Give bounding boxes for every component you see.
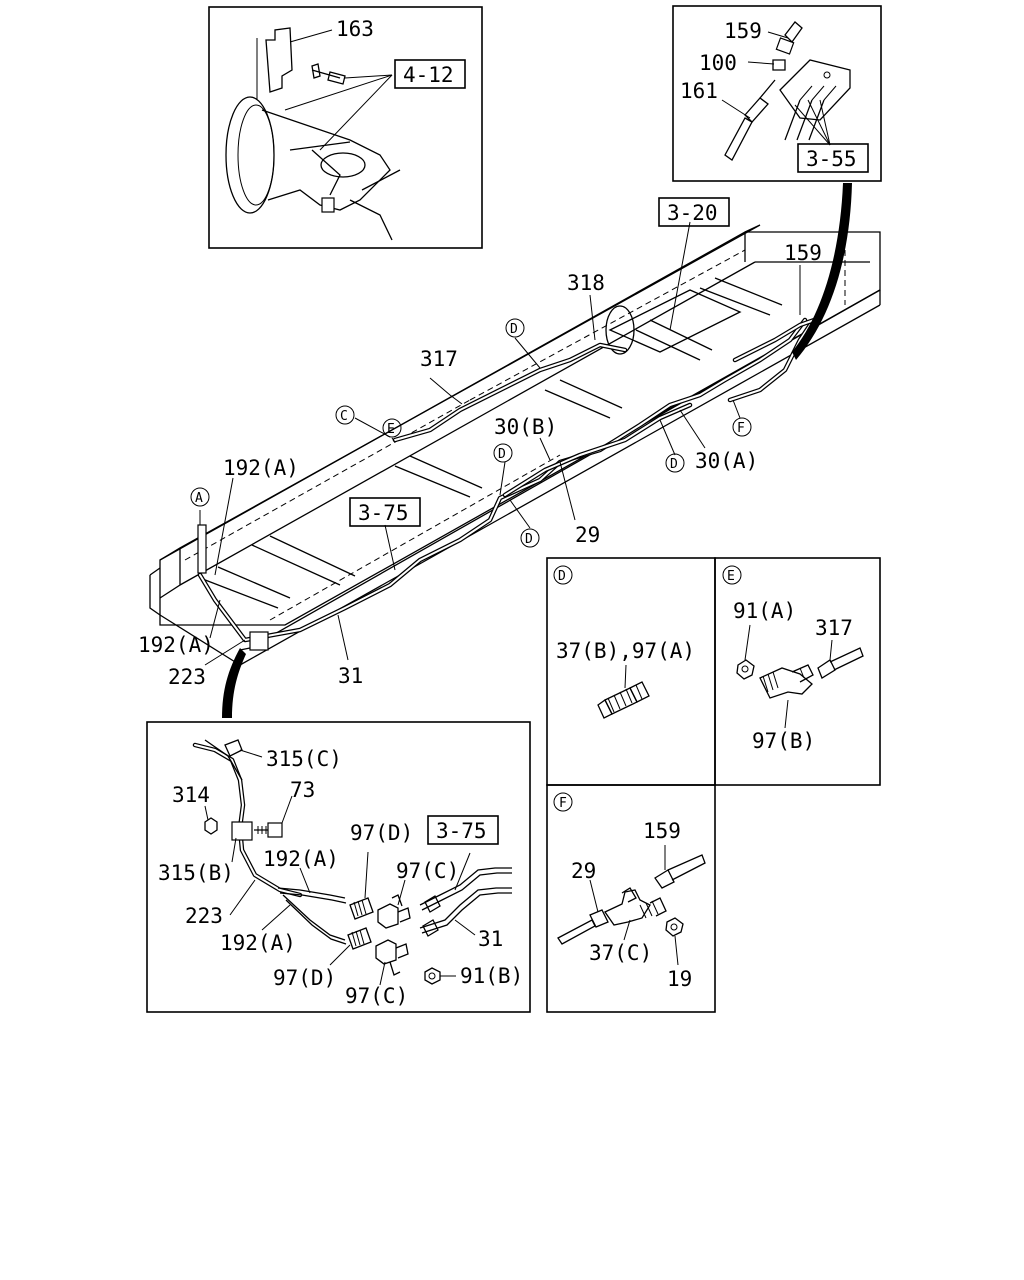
inset-d: D 37(B),97(A) [546, 557, 716, 786]
inset-d-mark: D [558, 569, 566, 584]
inset-bottom: 315(C) 314 73 315(B) 97(D) 192(A) 97(C) … [146, 721, 531, 1013]
inset-f: F 159 29 37(C) 19 [546, 784, 716, 1013]
ref-3-75-bottom: 3-75 [436, 819, 487, 843]
part-30a: 30(A) [695, 449, 758, 473]
marker-e: E [387, 422, 395, 437]
marker-circle-d1 [505, 318, 525, 338]
part-37b-97a: 37(B),97(A) [556, 639, 695, 663]
part-192a-bottom-lower: 192(A) [220, 931, 296, 955]
part-37c: 37(C) [589, 941, 652, 965]
inset-e-mark: E [727, 569, 735, 584]
part-29-f: 29 [571, 859, 596, 883]
inset-f-mark: F [559, 796, 567, 811]
part-31-main: 31 [338, 664, 363, 688]
part-31-bottom: 31 [478, 927, 503, 951]
part-314: 314 [172, 783, 210, 807]
part-91b: 91(B) [460, 964, 523, 988]
arrow-to-bottom-inset [222, 648, 246, 718]
part-192a-main-top: 192(A) [223, 456, 299, 480]
part-159-f: 159 [643, 819, 681, 843]
main-labels: 3-20 3-75 A C E D D D D F 318 159 317 30… [138, 197, 822, 689]
marker-d1: D [510, 322, 518, 337]
part-159-main: 159 [784, 241, 822, 265]
part-192a-bottom-top: 192(A) [263, 847, 339, 871]
marker-circle-d3 [665, 453, 685, 473]
part-223-bottom: 223 [185, 904, 223, 928]
part-159-top: 159 [724, 19, 762, 43]
marker-circle-c [335, 405, 355, 425]
part-73: 73 [290, 778, 315, 802]
marker-d3: D [670, 457, 678, 472]
marker-circle-f [732, 417, 752, 437]
part-29-main: 29 [575, 523, 600, 547]
fuel-lines-main [197, 315, 823, 651]
marker-circle-a [190, 487, 210, 507]
part-19: 19 [667, 967, 692, 991]
part-317-main: 317 [420, 347, 458, 371]
part-192a-main-bottom: 192(A) [138, 633, 214, 657]
part-161: 161 [680, 79, 718, 103]
main-leader-lines [199, 221, 801, 666]
inset-top-right: 159 100 161 3-55 [672, 5, 882, 182]
arrow-to-top-right-inset [792, 183, 852, 360]
part-30b: 30(B) [494, 415, 557, 439]
marker-d4: D [525, 532, 533, 547]
inset-top-left: 163 4-12 [208, 6, 483, 249]
part-97c-lower: 97(C) [345, 984, 408, 1008]
inset-e: E 91(A) 317 97(B) [714, 557, 881, 786]
ref-3-20: 3-20 [667, 201, 718, 225]
part-315b: 315(B) [158, 861, 234, 885]
marker-a: A [195, 491, 203, 506]
marker-d2: D [498, 447, 506, 462]
marker-circle-d4 [520, 528, 540, 548]
ref-3-75-main: 3-75 [358, 501, 409, 525]
part-97d-top: 97(D) [350, 821, 413, 845]
part-223-main: 223 [168, 665, 206, 689]
marker-c: C [340, 409, 348, 424]
part-318: 318 [567, 271, 605, 295]
part-97b: 97(B) [752, 729, 815, 753]
part-163: 163 [336, 17, 374, 41]
part-317-e: 317 [815, 616, 853, 640]
ref-box-4-12 [394, 59, 466, 89]
ref-4-12: 4-12 [403, 63, 454, 87]
chassis-frame [149, 224, 881, 666]
ref-3-55: 3-55 [806, 147, 857, 171]
marker-circle-e [382, 418, 402, 438]
part-100: 100 [699, 51, 737, 75]
part-91a: 91(A) [733, 599, 796, 623]
ref-box-3-20 [658, 197, 730, 227]
ref-box-3-75-bottom [427, 815, 499, 845]
fitting-37b [597, 664, 650, 719]
part-315c: 315(C) [266, 747, 342, 771]
part-97c-top: 97(C) [396, 859, 459, 883]
ref-box-3-75-main [349, 497, 421, 527]
part-97d-lower: 97(D) [273, 966, 336, 990]
ref-box-3-55 [797, 143, 869, 173]
marker-f: F [737, 421, 745, 436]
marker-circle-d2 [493, 443, 513, 463]
